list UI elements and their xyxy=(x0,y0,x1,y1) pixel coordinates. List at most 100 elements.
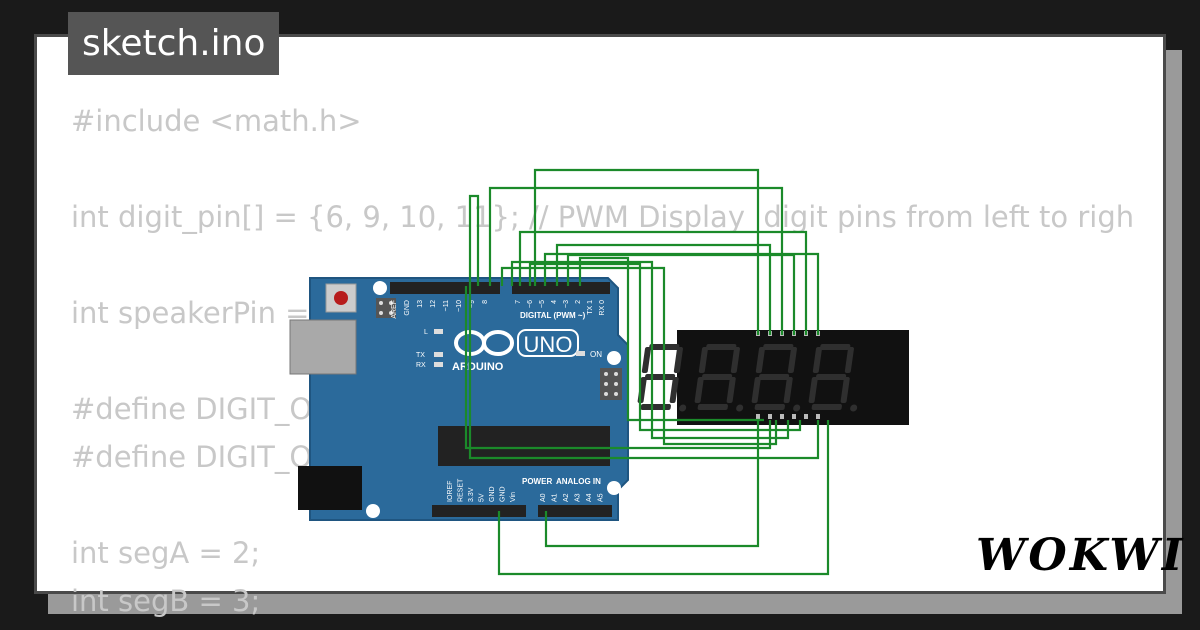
digital-header-left[interactable] xyxy=(390,282,500,294)
wire xyxy=(488,186,784,335)
wire xyxy=(500,266,778,446)
pin-label: ~10 xyxy=(456,300,463,312)
rx-led xyxy=(434,362,443,367)
segment xyxy=(673,347,683,373)
pin-label: GND xyxy=(489,486,496,502)
segment xyxy=(637,377,647,403)
power-jack xyxy=(298,466,362,510)
segment xyxy=(694,377,704,403)
segment xyxy=(754,404,785,410)
segment xyxy=(783,377,793,403)
code-preview: #include <math.h>int digit_pin[] = {6, 9… xyxy=(71,97,1134,625)
wire xyxy=(544,420,760,548)
segment xyxy=(787,347,797,373)
mounting-hole xyxy=(607,481,621,495)
segment xyxy=(763,344,794,350)
pin-label: A4 xyxy=(586,493,593,502)
code-line: #define DIGIT_O xyxy=(71,440,313,474)
pin-label: 8 xyxy=(482,300,489,304)
l-led xyxy=(434,329,443,334)
segment xyxy=(815,374,847,380)
atmega-chip xyxy=(438,426,610,466)
pin-label: IOREF xyxy=(447,481,454,502)
wire xyxy=(533,168,760,335)
wire xyxy=(518,230,808,335)
analog-pin-labels: A0 A1 A2 A3 A4 A5 xyxy=(540,493,605,502)
pin-label: 5V xyxy=(479,493,486,502)
file-title-tab[interactable]: sketch.ino xyxy=(68,12,280,75)
pin-label: 7 xyxy=(515,300,522,304)
pin-label: AREF xyxy=(391,300,398,319)
power-header[interactable] xyxy=(432,505,526,517)
pin-label: 12 xyxy=(430,300,437,308)
wire xyxy=(468,194,820,460)
segment xyxy=(669,377,679,403)
segment xyxy=(812,347,822,373)
led-label-rx: RX xyxy=(416,362,426,369)
code-line: int speakerPin = xyxy=(71,296,319,330)
pin-label: 3.3V xyxy=(468,487,475,502)
pin-label: RESET xyxy=(458,478,465,502)
seven-segment-display[interactable] xyxy=(636,330,909,425)
on-led xyxy=(576,351,585,356)
pin-label: GND xyxy=(404,300,411,316)
arduino-uno-board[interactable]: UNO ARDUINO DIGITAL (PWM ~) POWER ANALOG… xyxy=(289,277,629,521)
pin-label: ~5 xyxy=(539,300,546,308)
pin-label: A2 xyxy=(563,493,570,502)
board-name: UNO xyxy=(524,332,573,357)
segment xyxy=(840,377,850,403)
segment xyxy=(811,404,842,410)
pin-label: ~9 xyxy=(469,300,476,308)
mounting-hole xyxy=(366,504,380,518)
pin-label: Vin xyxy=(510,492,517,502)
pin-label: 2 xyxy=(575,300,582,304)
segment xyxy=(698,347,708,373)
pin-label: ~3 xyxy=(563,300,570,308)
mounting-hole xyxy=(607,351,621,365)
display-pin[interactable] xyxy=(804,414,808,419)
segment xyxy=(730,347,740,373)
segment xyxy=(640,404,671,410)
segment xyxy=(706,344,737,350)
display-pin[interactable] xyxy=(816,414,820,419)
display-pin[interactable] xyxy=(756,414,760,419)
mounting-hole xyxy=(373,281,387,295)
display-digit xyxy=(694,344,744,412)
wire xyxy=(566,253,796,335)
uno-badge xyxy=(517,329,579,357)
led-label-tx: TX xyxy=(416,352,425,359)
tx-led xyxy=(434,352,443,357)
pin-label: A3 xyxy=(575,493,582,502)
pin-label: TX 1 xyxy=(587,300,594,315)
code-line: #define DIGIT_O xyxy=(71,392,313,426)
display-digit xyxy=(751,344,801,412)
display-pin[interactable] xyxy=(792,414,796,419)
code-line: #include <math.h> xyxy=(71,104,362,138)
pin-label: RX 0 xyxy=(599,300,606,316)
display-digit xyxy=(808,344,858,412)
pin-label: 13 xyxy=(417,300,424,308)
analog-header[interactable] xyxy=(538,505,612,517)
segment xyxy=(751,377,761,403)
icsp-header xyxy=(376,298,396,318)
pin-label: A0 xyxy=(540,493,547,502)
pin-label: A1 xyxy=(552,493,559,502)
board-maker: ARDUINO xyxy=(452,361,504,373)
wire xyxy=(464,286,772,450)
segment xyxy=(697,404,728,410)
segment xyxy=(820,344,851,350)
display-pin[interactable] xyxy=(780,414,784,419)
pin-label: 4 xyxy=(551,300,558,304)
digital-header-right[interactable] xyxy=(512,282,610,294)
reset-button-cap[interactable] xyxy=(334,291,348,305)
segment xyxy=(808,377,818,403)
segment xyxy=(641,347,651,373)
power-header-label: POWER xyxy=(522,477,552,486)
wire xyxy=(497,420,830,576)
pin-label: ~11 xyxy=(443,300,450,311)
pin-label: A5 xyxy=(598,493,605,502)
decimal-point xyxy=(793,404,801,412)
display-pin[interactable] xyxy=(768,414,772,419)
segment xyxy=(701,374,733,380)
